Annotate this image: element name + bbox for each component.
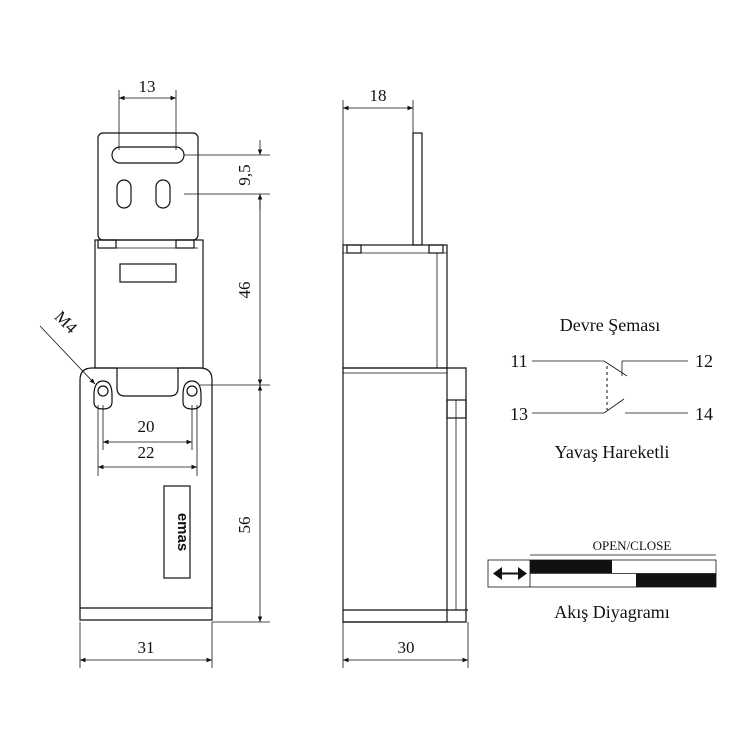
circuit-title: Devre Şeması (560, 315, 660, 335)
switch-body (79, 367, 213, 621)
terminal-14: 14 (695, 404, 713, 424)
mount-hole-right (182, 380, 202, 410)
flow-diagram: OPEN/CLOSE Akış Diyagramı (487, 538, 717, 622)
flow-header: OPEN/CLOSE (593, 538, 672, 553)
head-tab-left (97, 239, 117, 249)
side-actuator-blade (412, 132, 423, 246)
actuator-hole-left (116, 179, 132, 209)
head-tab-right (175, 239, 195, 249)
actuator-slot (111, 146, 185, 164)
dim-slot-spacing: 13 (139, 77, 156, 96)
actuator-hole-right (155, 179, 171, 209)
side-body (342, 367, 448, 623)
mount-hole-left (93, 380, 113, 410)
side-view: 18 30 (342, 86, 469, 668)
dim-side-offset: 18 (370, 86, 387, 105)
double-arrow-icon (493, 567, 527, 580)
dim-body-height: 56 (235, 517, 254, 534)
circuit-diagram: Devre Şeması 11 12 13 14 Yavaş Hareketli (510, 315, 713, 462)
brand-logo: emas (174, 513, 191, 551)
terminal-12: 12 (695, 351, 713, 371)
flow-bar-close (636, 573, 716, 587)
terminal-11: 11 (510, 351, 527, 371)
brand-logo-box (163, 485, 191, 579)
dim-body-width: 31 (138, 638, 155, 657)
actuator-plate (97, 132, 199, 241)
side-head (342, 244, 448, 369)
dim-mount-thread: M4 (51, 307, 81, 337)
dim-hole-spacing-inner: 20 (138, 417, 155, 436)
circuit-caption: Yavaş Hareketli (555, 442, 670, 462)
dim-actuator-length: 46 (235, 282, 254, 299)
flow-caption: Akış Diyagramı (554, 602, 669, 622)
dim-hole-spacing-outer: 22 (138, 443, 155, 462)
actuator-window (119, 263, 177, 283)
dim-side-depth: 30 (398, 638, 415, 657)
front-view: emas 13 9,5 46 56 M4 20 22 (39, 77, 270, 668)
dim-hole-pitch: 9,5 (235, 164, 254, 185)
actuator-head (94, 239, 204, 369)
flow-bar-open (530, 560, 612, 573)
terminal-13: 13 (510, 404, 528, 424)
